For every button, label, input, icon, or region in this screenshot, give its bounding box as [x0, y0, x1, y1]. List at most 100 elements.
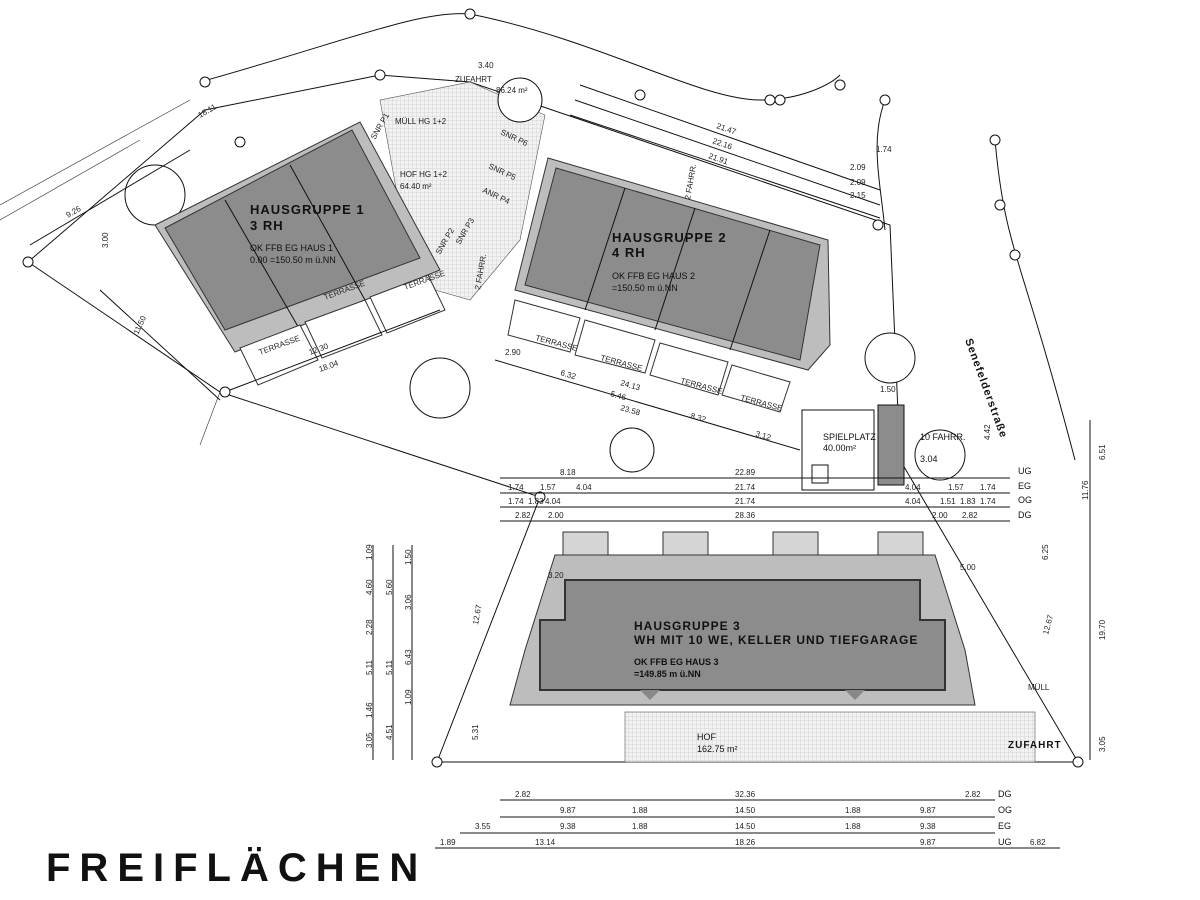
svg-text:2.28: 2.28 — [365, 619, 374, 635]
svg-text:DG: DG — [998, 789, 1012, 799]
svg-text:3.05: 3.05 — [365, 732, 374, 748]
svg-text:5.11: 5.11 — [365, 659, 374, 675]
bottom-dimensions: 2.82 32.36 2.82 9.87 1.88 14.50 1.88 9.8… — [440, 790, 1046, 847]
svg-text:9.38: 9.38 — [920, 822, 936, 831]
svg-text:2.09: 2.09 — [850, 178, 866, 187]
left-dimensions: 1.09 4.60 2.28 5.11 1.46 3.05 5.60 5.11 … — [365, 544, 564, 748]
svg-text:2.00: 2.00 — [932, 511, 948, 520]
svg-text:0.00 =150.50 m ü.NN: 0.00 =150.50 m ü.NN — [250, 255, 336, 265]
entrance-marker-icon — [640, 690, 660, 700]
svg-text:12.67: 12.67 — [1041, 613, 1055, 635]
muell-bottom-label: MÜLL — [1028, 683, 1050, 692]
svg-text:UG: UG — [1018, 466, 1032, 476]
svg-text:6.43: 6.43 — [404, 649, 413, 665]
svg-text:1.83: 1.83 — [960, 497, 976, 506]
svg-text:22.16: 22.16 — [711, 136, 733, 151]
svg-text:2.82: 2.82 — [515, 511, 531, 520]
svg-text:OG: OG — [1018, 495, 1032, 505]
svg-text:3.00: 3.00 — [101, 232, 110, 248]
hausgruppe-3-label: HAUSGRUPPE 3 WH MIT 10 WE, KELLER UND TI… — [634, 619, 918, 679]
svg-text:EG: EG — [998, 821, 1011, 831]
playground-area-value: 40.00m² — [823, 443, 856, 453]
zufahrt-top-label: ZUFAHRT — [455, 75, 492, 84]
muell-top-label: MÜLL HG 1+2 — [395, 117, 447, 126]
svg-text:9.38: 9.38 — [560, 822, 576, 831]
svg-text:HAUSGRUPPE 1: HAUSGRUPPE 1 — [250, 202, 365, 217]
terraces-hg1 — [239, 274, 446, 386]
svg-text:18.04: 18.04 — [318, 358, 340, 373]
mid-dimensions: 8.18 22.89 1.74 1.57 4.04 21.74 4.04 1.5… — [508, 468, 996, 520]
svg-text:21.47: 21.47 — [715, 121, 737, 136]
svg-text:4.04: 4.04 — [545, 497, 561, 506]
svg-text:1.74: 1.74 — [876, 145, 892, 154]
svg-text:OK FFB EG HAUS 1: OK FFB EG HAUS 1 — [250, 243, 333, 253]
svg-text:1.74: 1.74 — [980, 483, 996, 492]
svg-text:28.36: 28.36 — [735, 511, 756, 520]
stair-block — [877, 404, 905, 486]
building-hausgruppe-3 — [509, 531, 976, 706]
svg-text:32.36: 32.36 — [735, 790, 756, 799]
bike-label: 10 FAHRR. — [920, 432, 966, 442]
bike-dim: 3.04 — [920, 454, 938, 464]
svg-text:1.57: 1.57 — [540, 483, 556, 492]
svg-text:5.31: 5.31 — [471, 724, 480, 740]
terraces-hg2 — [507, 299, 791, 413]
svg-text:1.89: 1.89 — [440, 838, 456, 847]
svg-text:2.82: 2.82 — [515, 790, 531, 799]
svg-text:4.51: 4.51 — [385, 724, 394, 740]
svg-text:8.32: 8.32 — [689, 411, 707, 424]
svg-text:6.51: 6.51 — [1098, 444, 1107, 460]
hof-hg12-area: 64.40 m² — [400, 182, 432, 191]
dimension-lines — [29, 84, 1091, 849]
svg-text:HAUSGRUPPE 2: HAUSGRUPPE 2 — [612, 230, 727, 245]
svg-text:OK FFB EG HAUS 3: OK FFB EG HAUS 3 — [634, 657, 719, 667]
svg-text:21.74: 21.74 — [735, 497, 756, 506]
svg-text:2.00: 2.00 — [548, 511, 564, 520]
svg-text:4 RH: 4 RH — [612, 245, 646, 260]
playground-area — [801, 409, 875, 491]
svg-text:6.25: 6.25 — [1041, 544, 1050, 560]
playground-label: SPIELPLATZ — [823, 432, 876, 442]
svg-text:WH MIT 10 WE, KELLER UND TIEFG: WH MIT 10 WE, KELLER UND TIEFGARAGE — [634, 633, 918, 647]
bike-parking-label: 2 FAHRR. — [683, 163, 698, 200]
svg-text:23.58: 23.58 — [619, 403, 641, 417]
svg-text:1.57: 1.57 — [948, 483, 964, 492]
entrance-marker-icon — [845, 690, 865, 700]
svg-text:1.88: 1.88 — [845, 822, 861, 831]
svg-text:5.46: 5.46 — [609, 389, 627, 402]
building-hausgruppe-2 — [514, 157, 831, 371]
svg-text:9.87: 9.87 — [920, 838, 936, 847]
svg-text:3.05: 3.05 — [1098, 736, 1107, 752]
svg-text:2.82: 2.82 — [965, 790, 981, 799]
svg-text:1.50: 1.50 — [880, 385, 896, 394]
svg-text:2.15: 2.15 — [850, 191, 866, 200]
svg-text:9.87: 9.87 — [920, 806, 936, 815]
svg-text:19.70: 19.70 — [1098, 619, 1107, 640]
svg-text:1.88: 1.88 — [632, 806, 648, 815]
svg-text:4.04: 4.04 — [905, 483, 921, 492]
svg-text:1.46: 1.46 — [365, 702, 374, 718]
svg-text:21.74: 21.74 — [735, 483, 756, 492]
svg-text:14.50: 14.50 — [735, 806, 756, 815]
svg-text:3.06: 3.06 — [404, 594, 413, 610]
svg-text:3.55: 3.55 — [475, 822, 491, 831]
svg-text:18.26: 18.26 — [735, 838, 756, 847]
svg-text:1.74: 1.74 — [980, 497, 996, 506]
svg-text:11.76: 11.76 — [1081, 480, 1090, 500]
svg-text:UG: UG — [998, 837, 1012, 847]
svg-text:1.51: 1.51 — [940, 497, 956, 506]
building-hausgruppe-1 — [154, 121, 441, 353]
svg-text:22.89: 22.89 — [735, 468, 756, 477]
right-dimensions: 6.51 11.76 6.25 19.70 12.67 3.05 5.00 4.… — [960, 424, 1107, 752]
hausgruppe-2-label: HAUSGRUPPE 2 4 RH OK FFB EG HAUS 2 =150.… — [612, 230, 727, 293]
hof-hg12-label: HOF HG 1+2 — [400, 170, 447, 179]
svg-text:1.50: 1.50 — [404, 549, 413, 565]
svg-text:1.83: 1.83 — [528, 497, 544, 506]
svg-text:24.13: 24.13 — [619, 378, 641, 392]
hausgruppe-1-label: HAUSGRUPPE 1 3 RH OK FFB EG HAUS 1 0.00 … — [250, 202, 365, 265]
svg-text:6.32: 6.32 — [559, 368, 577, 381]
svg-text:3.20: 3.20 — [548, 571, 564, 580]
svg-text:14.50: 14.50 — [735, 822, 756, 831]
